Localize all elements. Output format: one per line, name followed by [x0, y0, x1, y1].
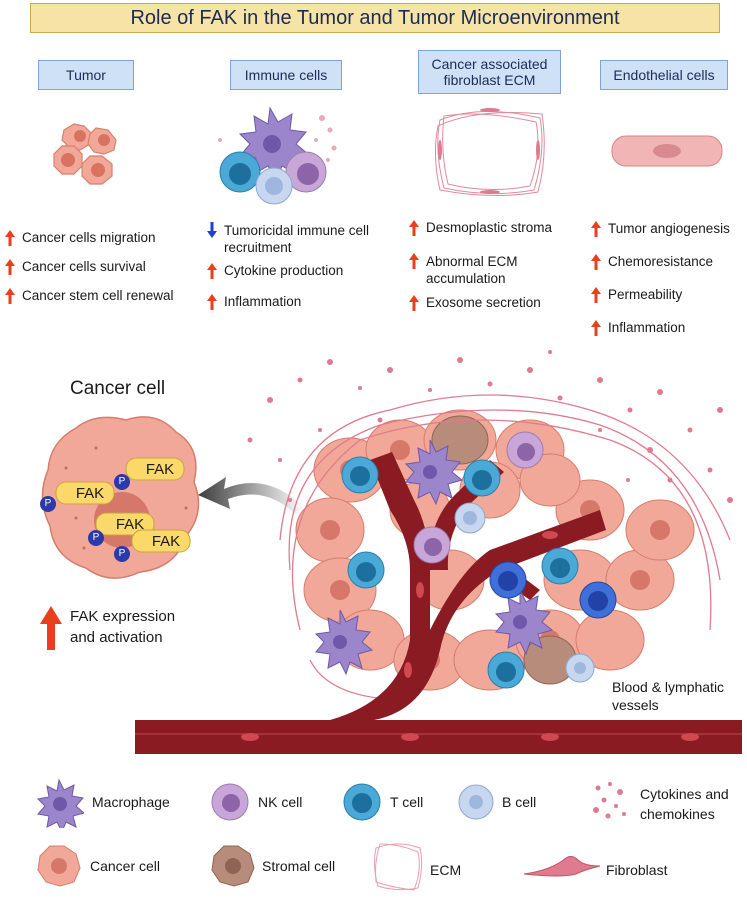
legend-nk-cell-icon — [211, 783, 249, 821]
category-caf-line1: Cancer associated — [431, 56, 548, 72]
legend-cytokines-label: Cytokines and chemokines — [640, 786, 729, 822]
ecm-icon — [434, 108, 545, 197]
up-arrow-icon — [5, 230, 15, 246]
big-up-arrow-icon — [40, 606, 62, 650]
legend-ecm-label: ECM — [430, 862, 462, 878]
fak-label-4: FAK — [151, 533, 181, 550]
legend-stromal-cell-icon — [211, 845, 255, 887]
fak-label-3: FAK — [115, 516, 145, 533]
endo-bullet-3: Permeability — [590, 287, 682, 303]
up-arrow-icon — [591, 320, 601, 336]
phospho-label-4: P — [118, 548, 126, 559]
immune-cells-icon — [218, 106, 337, 205]
up-arrow-icon — [207, 294, 217, 310]
legend-macrophage-label: Macrophage — [92, 794, 170, 810]
legend-cancer-cell-icon — [37, 845, 81, 887]
endo-bullet-2: Chemoresistance — [590, 254, 713, 270]
legend-b-cell-label: B cell — [502, 794, 537, 810]
legend-cancer-cell-label: Cancer cell — [90, 858, 161, 874]
up-arrow-icon — [5, 259, 15, 275]
up-arrow-icon — [591, 221, 601, 237]
legend-ecm-icon — [373, 843, 423, 891]
cancer-cell-title: Cancer cell — [70, 378, 166, 399]
up-arrow-icon — [5, 288, 15, 304]
down-arrow-icon — [207, 222, 217, 238]
curved-arrow-icon — [198, 477, 304, 515]
tumor-cluster-icon — [53, 123, 117, 185]
fak-label-1: FAK — [145, 461, 175, 478]
legend-b-cell-icon — [458, 784, 494, 820]
legend-nk-cell-label: NK cell — [258, 794, 303, 810]
category-tumor: Tumor — [38, 60, 134, 90]
immune-bullet-2: Cytokine production — [206, 263, 343, 279]
tumor-bullet-2: Cancer cells survival — [4, 259, 146, 275]
up-arrow-icon — [409, 295, 419, 311]
legend-t-cell-icon — [343, 783, 381, 821]
immune-bullet-3: Inflammation — [206, 294, 301, 310]
category-immune-cells: Immune cells — [230, 60, 342, 90]
category-caf-ecm: Cancer associated fibroblast ECM — [418, 50, 561, 94]
up-arrow-icon — [591, 287, 601, 303]
legend-fibroblast-icon — [523, 855, 601, 877]
fak-expression-text: FAK expression and activation — [70, 608, 176, 646]
category-caf-line2: fibroblast ECM — [443, 72, 536, 88]
ecm-bullet-1: Desmoplastic stroma — [408, 220, 552, 236]
ecm-bullet-3: Exosome secretion — [408, 295, 541, 311]
legend-stromal-cell-label: Stromal cell — [262, 858, 336, 874]
phospho-label-1: P — [118, 476, 126, 487]
tumor-microenvironment-diagram — [135, 350, 742, 754]
up-arrow-icon — [207, 263, 217, 279]
vessels-label: Blood & lymphatic vessels — [612, 679, 725, 713]
endothelial-cell-icon — [611, 135, 723, 167]
up-arrow-icon — [409, 253, 419, 269]
page-title: Role of FAK in the Tumor and Tumor Micro… — [30, 3, 720, 33]
endo-bullet-4: Inflammation — [590, 320, 685, 336]
cancer-cell-diagram — [40, 416, 200, 579]
category-endothelial-cells: Endothelial cells — [600, 60, 728, 90]
endo-bullet-1: Tumor angiogenesis — [590, 221, 730, 237]
legend-macrophage-icon — [36, 778, 84, 828]
up-arrow-icon — [591, 254, 601, 270]
legend-t-cell-label: T cell — [390, 794, 424, 810]
tumor-bullet-3: Cancer stem cell renewal — [4, 288, 174, 304]
legend-fibroblast-label: Fibroblast — [606, 862, 668, 878]
phospho-label-3: P — [92, 532, 100, 543]
phospho-label-2: P — [44, 498, 52, 509]
legend-cytokines-icon — [593, 782, 626, 819]
up-arrow-icon — [409, 220, 419, 236]
tumor-bullet-1: Cancer cells migration — [4, 230, 156, 246]
fak-label-2: FAK — [75, 485, 105, 502]
